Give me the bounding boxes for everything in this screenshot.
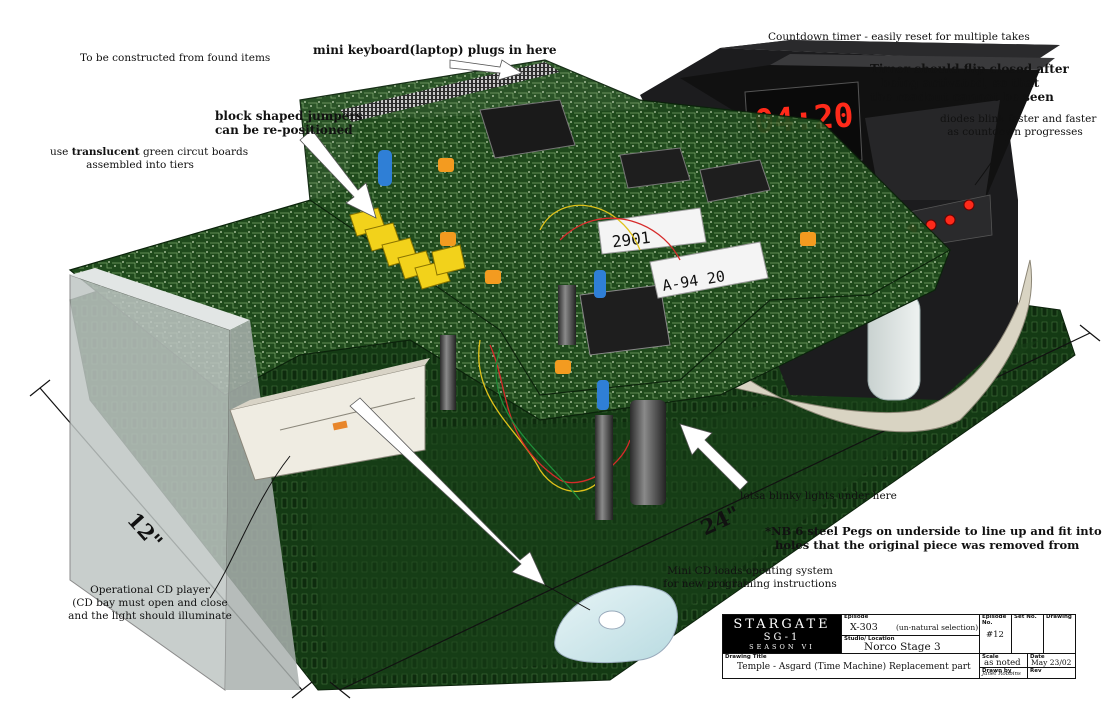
cell-drawn-by: Drawn by Janet Robbins	[979, 667, 1027, 678]
studio-label: Studio/ Location	[844, 636, 895, 642]
cell-scale: Scale as noted	[979, 653, 1027, 668]
note-cd-player-line2: (CD bay must open and close	[72, 597, 228, 609]
note-timer-flip: Timer should flip closed after being act…	[870, 62, 1069, 104]
cell-episode: Episode X-303 (un-natural selection)	[841, 614, 979, 635]
block-jumpers	[349, 207, 466, 290]
scale-label: Scale	[982, 654, 999, 660]
stargate-logo: STARGATE SG-1 SEASON VI	[723, 615, 841, 653]
note-steel-pegs-line2: holes that the original piece was remove…	[775, 538, 1080, 552]
cd-led	[332, 420, 348, 431]
studio-value: Norco Stage 3	[864, 641, 941, 653]
callout-arrows	[299, 59, 749, 586]
note-jumpers-line2: can be re-positioned	[215, 123, 353, 137]
drawing-title-block: STARGATE SG-1 SEASON VI Episode X-303 (u…	[722, 614, 1076, 679]
cell-rev: Rev	[1027, 667, 1075, 678]
ic-chip	[579, 284, 671, 356]
note-translucent: use translucent green circut boards asse…	[50, 146, 248, 172]
logo-line3: SEASON VI	[749, 643, 815, 651]
note-translucent-line2: assembled into tiers	[86, 159, 194, 171]
cd-enclosure	[69, 274, 231, 691]
note-blinky-lights: lotsa blinky lights under here	[740, 490, 897, 502]
note-mini-cd-line2: for new programing instructions	[663, 578, 837, 590]
note-diodes-line2: as countdown progresses	[947, 126, 1083, 138]
episode-no-value: #12	[986, 630, 1004, 640]
note-cd-player-line1: Operational CD player	[90, 584, 210, 596]
drawing-label: Drawing	[1046, 614, 1072, 620]
cell-set-no: Set No.	[1011, 614, 1043, 653]
note-translucent-prefix: use	[50, 146, 72, 158]
drawn-by-value: Janet Robbins	[982, 671, 1021, 677]
date-label: Date	[1030, 654, 1045, 660]
note-translucent-line1: use translucent green circut boards	[50, 146, 248, 159]
note-translucent-emphasis: translucent	[71, 146, 140, 158]
note-jumpers: block shaped jumpers can be re-positione…	[215, 109, 363, 137]
rev-label: Rev	[1030, 668, 1042, 674]
ribbon-cable	[699, 259, 1032, 433]
logo-line2: SG-1	[763, 632, 801, 643]
note-diodes: diodes blink faster and faster as countd…	[940, 113, 1097, 139]
cell-drawing-title: Drawing Title Temple - Asgard (Time Mach…	[723, 653, 979, 678]
note-steel-pegs: *NB 6 steel Pegs on underside to line up…	[765, 524, 1102, 552]
cell-studio: Studio/ Location Norco Stage 3	[841, 635, 979, 653]
episode-value: X-303	[850, 622, 878, 633]
note-cd-player: Operational CD player (CD bay must open …	[55, 584, 245, 623]
note-found-items: To be constructed from found items	[80, 52, 271, 64]
cell-date: Date May 23/02	[1027, 653, 1075, 667]
episode-label: Episode	[844, 614, 869, 620]
drawing-title-value: Temple - Asgard (Time Machine) Replaceme…	[737, 662, 971, 672]
capacitors	[378, 150, 816, 410]
note-timer-flip-line3: the readout cannot be seen	[870, 90, 1054, 104]
label-chip	[649, 241, 769, 299]
note-timer-flip-line2: being activated, so that	[880, 76, 1040, 90]
drawing-title-label: Drawing Title	[725, 654, 767, 660]
note-translucent-suffix: green circut boards	[139, 146, 249, 158]
ic-chip	[479, 99, 576, 159]
ic-chip	[699, 159, 771, 203]
episode-note: (un-natural selection)	[896, 623, 979, 632]
note-cd-player-line3: and the light should illuminate	[68, 610, 232, 622]
note-timer-flip-line1: Timer should flip closed after	[870, 62, 1069, 76]
note-mini-cd: Mini CD loads opeating system for new pr…	[660, 565, 840, 591]
set-no-label: Set No.	[1014, 614, 1037, 620]
note-diodes-line1: diodes blink faster and faster	[940, 113, 1097, 125]
steel-pegs	[440, 285, 666, 520]
note-mini-cd-line1: Mini CD loads opeating system	[667, 565, 833, 577]
episode-no-label: Episode No.	[982, 614, 1007, 626]
label-chip-text: 2901	[611, 228, 652, 252]
note-countdown: Countdown timer - easily reset for multi…	[768, 31, 1030, 43]
note-keyboard: mini keyboard(laptop) plugs in here	[313, 43, 557, 57]
scale-value: as noted	[984, 658, 1021, 668]
note-steel-pegs-line1: *NB 6 steel Pegs on underside to line up…	[765, 524, 1102, 538]
date-value: May 23/02	[1031, 658, 1072, 667]
mini-cd	[554, 585, 678, 664]
ic-chip	[619, 147, 691, 189]
cell-episode-no: Episode No. #12	[979, 614, 1011, 653]
cell-drawing: Drawing	[1043, 614, 1075, 653]
leader-lines	[209, 139, 1006, 611]
logo-line1: STARGATE	[733, 617, 831, 632]
note-jumpers-line1: block shaped jumpers	[215, 109, 363, 123]
drawn-by-label: Drawn by	[982, 668, 1012, 674]
